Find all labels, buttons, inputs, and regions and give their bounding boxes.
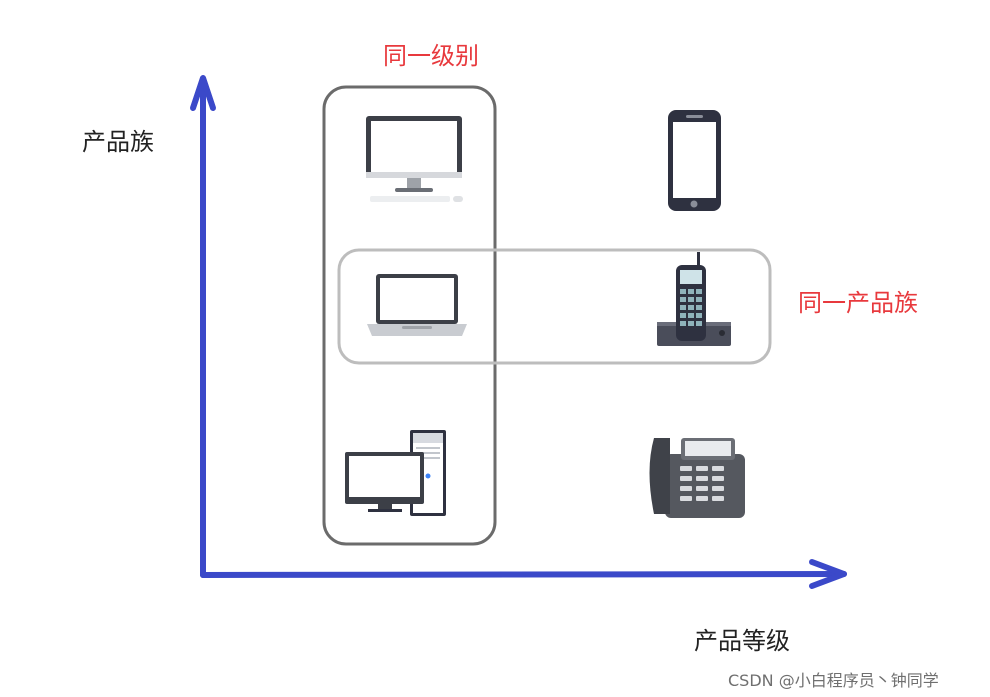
x-axis-line (200, 571, 847, 578)
laptop-icon (367, 274, 467, 336)
cordless-phone-icon (657, 252, 731, 346)
smartphone-icon (668, 110, 721, 211)
axes (190, 75, 847, 589)
same-family-label: 同一产品族 (798, 289, 918, 317)
same-family-box (337, 248, 772, 365)
same-level-label: 同一级别 (383, 42, 479, 70)
y-axis-arrowhead (190, 75, 216, 111)
landline-phone-icon (649, 438, 745, 518)
x-axis-label: 产品等级 (694, 627, 790, 655)
watermark: CSDN @小白程序员丶钟同学 (728, 671, 939, 690)
desktop-tower-icon (345, 430, 446, 516)
y-axis-label: 产品族 (82, 128, 154, 156)
same-level-box (322, 85, 497, 546)
desktop-monitor-icon (366, 116, 463, 202)
x-axis-arrowhead (809, 559, 847, 589)
